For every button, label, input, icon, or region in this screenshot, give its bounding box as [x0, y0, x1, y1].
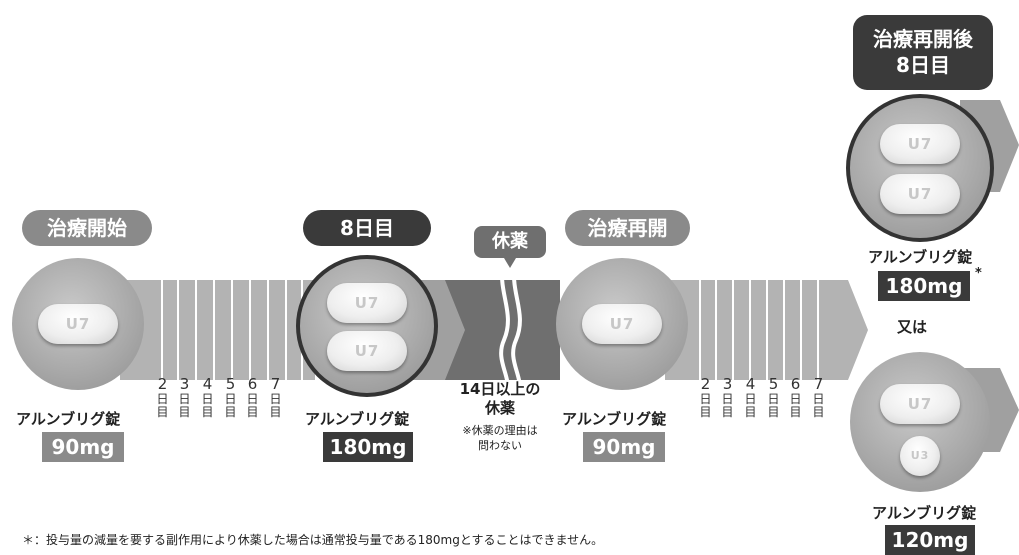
or-label: 又は — [897, 318, 928, 336]
day-unit: 日目 — [699, 392, 712, 419]
dose-badge-resume: 90mg — [583, 432, 665, 462]
day-number: 5 — [768, 375, 779, 393]
tablet-u7: U7 — [38, 304, 118, 344]
day-unit: 日目 — [246, 392, 259, 419]
drug-name-after-120: アルンブリグ錠 — [872, 504, 977, 522]
rest-note-line2: 問わない — [478, 439, 522, 452]
rest-note-line1: ※休薬の理由は — [462, 424, 538, 437]
day-unit: 日目 — [156, 392, 169, 419]
day-counter-first: 2 3 4 5 6 7 日目 日目 日目 日目 日目 日目 — [155, 377, 295, 432]
rest-period-text: 14日以上の 休薬 ※休薬の理由は 問わない — [440, 380, 560, 453]
tablet-u7: U7 — [880, 384, 960, 424]
phase-after-resume-label: 治療再開後 8日目 — [853, 15, 993, 90]
dose-badge-after-180: 180mg — [878, 271, 970, 301]
day-unit: 日目 — [224, 392, 237, 419]
phase-after-resume-line2: 8日目 — [896, 53, 950, 77]
phase-after-resume-line1: 治療再開後 — [873, 27, 973, 51]
rest-period-line1: 14日以上の — [459, 380, 541, 398]
day-number: 4 — [202, 375, 213, 393]
day-number: 7 — [270, 375, 281, 393]
day-number: 5 — [225, 375, 236, 393]
dose-circle-after-120: U7 U3 — [850, 352, 990, 492]
day-number: 4 — [745, 375, 756, 393]
day-number: 2 — [157, 375, 168, 393]
day-number: 6 — [790, 375, 801, 393]
drug-name-after-180: アルンブリグ錠 — [868, 248, 973, 266]
tablet-u7: U7 — [327, 283, 407, 323]
phase-resume-label: 治療再開 — [565, 210, 690, 246]
day-number: 7 — [813, 375, 824, 393]
tablet-u7: U7 — [880, 174, 960, 214]
day-number: 3 — [722, 375, 733, 393]
day-number: 3 — [179, 375, 190, 393]
asterisk-mark: * — [975, 266, 982, 281]
day-unit: 日目 — [178, 392, 191, 419]
dose-circle-day8: U7 U7 — [296, 255, 438, 397]
tablet-u3: U3 — [900, 436, 940, 476]
day-unit: 日目 — [201, 392, 214, 419]
footnote: ＊：投与量の減量を要する副作用により休薬した場合は通常投与量である180mgとす… — [22, 533, 604, 547]
day-unit: 日目 — [744, 392, 757, 419]
rest-period-line2: 休薬 — [484, 399, 515, 417]
day-unit: 日目 — [789, 392, 802, 419]
dose-badge-day8: 180mg — [323, 432, 413, 462]
day-unit: 日目 — [721, 392, 734, 419]
tablet-u7: U7 — [327, 331, 407, 371]
day-unit: 日目 — [812, 392, 825, 419]
drug-name-start: アルンブリグ錠 — [16, 410, 121, 428]
day-number: 6 — [247, 375, 258, 393]
day-number: 2 — [700, 375, 711, 393]
phase-rest-label: 休薬 — [474, 226, 546, 258]
tablet-u7: U7 — [880, 124, 960, 164]
phase-day8-label: 8日目 — [303, 210, 431, 246]
phase-start-label: 治療開始 — [22, 210, 152, 246]
dose-badge-start: 90mg — [42, 432, 124, 462]
dose-badge-after-120: 120mg — [885, 525, 975, 555]
dose-circle-resume: U7 — [556, 258, 688, 390]
dose-circle-start: U7 — [12, 258, 144, 390]
drug-name-day8: アルンブリグ錠 — [305, 410, 410, 428]
day-unit: 日目 — [269, 392, 282, 419]
dose-circle-after-180: U7 U7 — [846, 94, 994, 242]
day-counter-second: 2 3 4 5 6 7 日目 日目 日目 日目 日目 日目 — [698, 377, 838, 432]
day-unit: 日目 — [767, 392, 780, 419]
tablet-u7: U7 — [582, 304, 662, 344]
drug-name-resume: アルンブリグ錠 — [562, 410, 667, 428]
